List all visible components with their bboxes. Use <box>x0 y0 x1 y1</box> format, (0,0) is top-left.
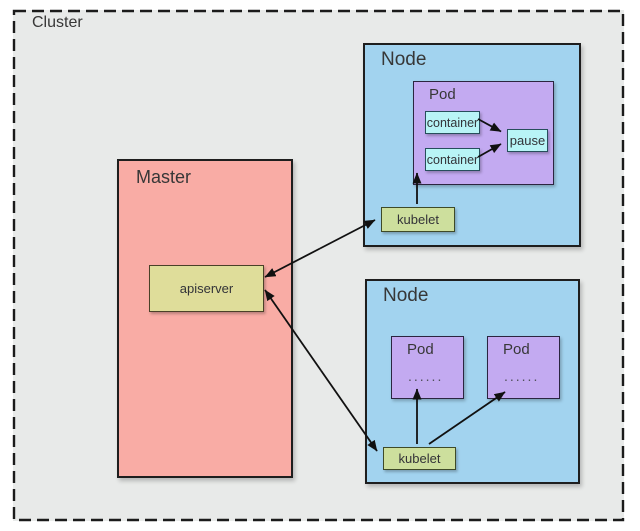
container-2-label: container <box>426 152 479 167</box>
container-1-label: container <box>426 115 479 130</box>
pod-top-label: Pod <box>429 86 456 103</box>
pod-1-box: Pod ...... <box>391 336 464 399</box>
node-top-label: Node <box>381 49 427 70</box>
node-top-box: Node Pod container container pause kubel… <box>363 43 581 247</box>
node-bottom-label: Node <box>383 285 429 306</box>
pod-1-label: Pod <box>407 341 434 358</box>
pod-top-box: Pod container container pause <box>413 81 554 185</box>
kubelet-bottom-box: kubelet <box>383 447 456 470</box>
apiserver-box: apiserver <box>149 265 264 312</box>
master-box: Master apiserver <box>117 159 293 478</box>
pod-2-box: Pod ...... <box>487 336 560 399</box>
apiserver-label: apiserver <box>179 281 234 296</box>
cluster-label: Cluster <box>32 14 83 31</box>
pod-2-label: Pod <box>503 341 530 358</box>
pod-2-dots: ...... <box>504 368 540 384</box>
container-1-box: container <box>425 111 480 134</box>
kubelet-bottom-label: kubelet <box>398 451 441 466</box>
node-bottom-box: Node Pod ...... Pod ...... kubelet <box>365 279 580 484</box>
kubelet-top-box: kubelet <box>381 207 455 232</box>
pod-1-dots: ...... <box>408 368 444 384</box>
pause-box: pause <box>507 129 548 152</box>
pause-label: pause <box>509 133 546 148</box>
kubelet-top-label: kubelet <box>397 212 439 227</box>
cluster-box: Cluster Master apiserver Node Pod contai… <box>13 10 624 521</box>
container-2-box: container <box>425 148 480 171</box>
master-label: Master <box>136 167 192 187</box>
